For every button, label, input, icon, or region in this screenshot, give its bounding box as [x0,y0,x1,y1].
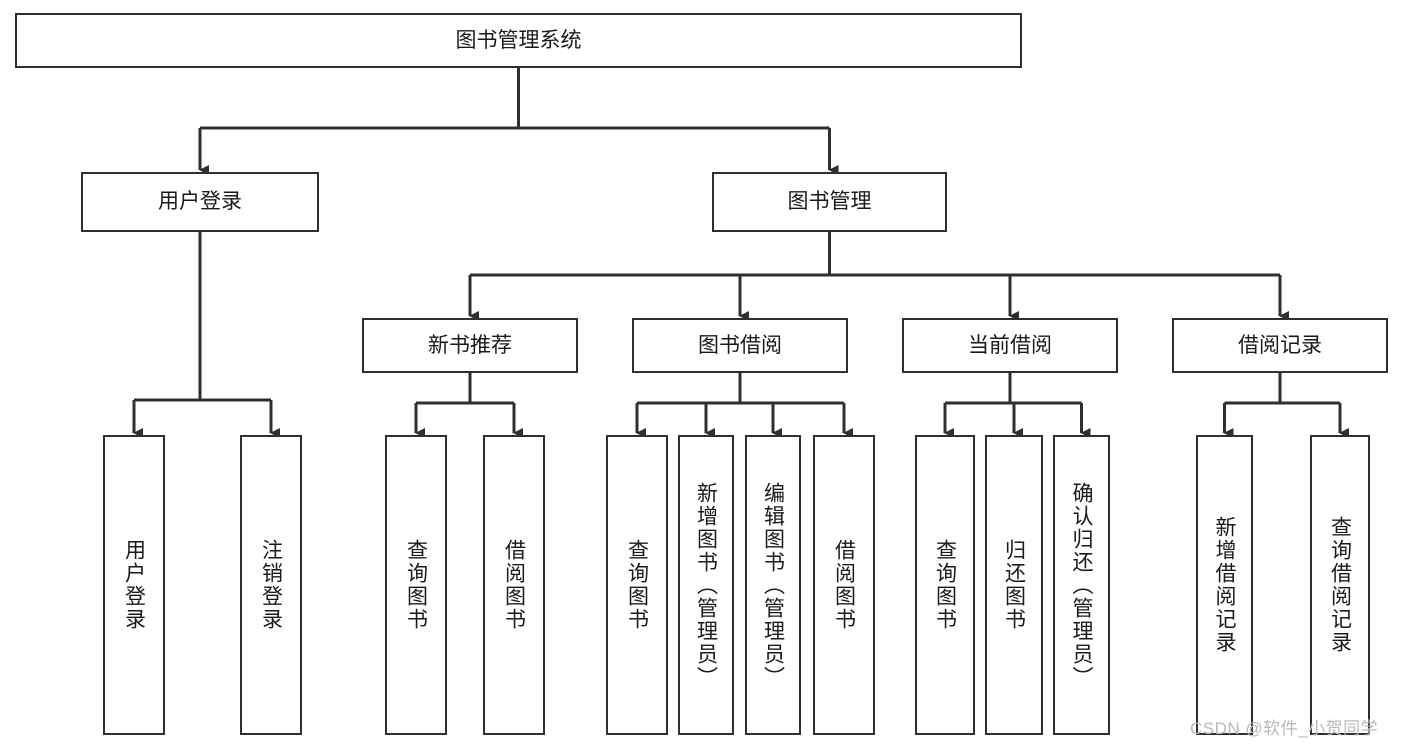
node-label: 用户登录 [158,190,242,214]
node-r-query[interactable]: 查询借阅记录 [1310,435,1370,735]
node-label: 查询图书 [404,539,428,631]
node-b-edit[interactable]: 编辑图书（管理员） [745,435,801,735]
node-root[interactable]: 图书管理系统 [15,13,1022,68]
node-newbook[interactable]: 新书推荐 [362,318,578,373]
node-c-confirm[interactable]: 确认归还（管理员） [1053,435,1110,735]
node-label: 借阅图书 [832,539,856,631]
node-label: 用户登录 [122,539,146,631]
node-label: 图书管理 [787,190,872,214]
node-c-query[interactable]: 查询图书 [915,435,975,735]
node-n-borrow[interactable]: 借阅图书 [483,435,545,735]
node-label: 图书管理系统 [455,28,582,52]
node-b-query[interactable]: 查询图书 [606,435,668,735]
node-b-lend[interactable]: 借阅图书 [813,435,875,735]
node-n-query[interactable]: 查询图书 [385,435,447,735]
node-r-add[interactable]: 新增借阅记录 [1196,435,1253,735]
node-label: 新增图书（管理员） [694,481,718,689]
node-l-logout[interactable]: 注销登录 [240,435,302,735]
node-current[interactable]: 当前借阅 [902,318,1118,373]
node-label: 当前借阅 [968,333,1052,357]
node-label: 图书借阅 [698,333,782,357]
node-label: 新增借阅记录 [1213,516,1236,654]
watermark-text: CSDN @软件_小贺同学 [1190,719,1379,738]
node-label: 借阅记录 [1238,333,1322,357]
node-label: 查询借阅记录 [1328,516,1352,654]
edge-group [132,68,1349,438]
node-login[interactable]: 用户登录 [81,172,319,232]
node-label: 查询图书 [933,539,957,631]
node-l-login[interactable]: 用户登录 [103,435,165,735]
node-label: 编辑图书（管理员） [761,481,785,689]
node-b-add[interactable]: 新增图书（管理员） [678,435,734,735]
node-bookmgmt[interactable]: 图书管理 [712,172,947,232]
node-label: 借阅图书 [502,539,526,631]
node-label: 确认归还（管理员） [1070,481,1093,689]
node-label: 查询图书 [625,539,649,631]
node-c-return[interactable]: 归还图书 [985,435,1043,735]
node-label: 新书推荐 [428,333,512,357]
node-label: 注销登录 [259,539,283,631]
node-records[interactable]: 借阅记录 [1172,318,1388,373]
node-borrow[interactable]: 图书借阅 [632,318,848,373]
node-label: 归还图书 [1002,539,1026,631]
